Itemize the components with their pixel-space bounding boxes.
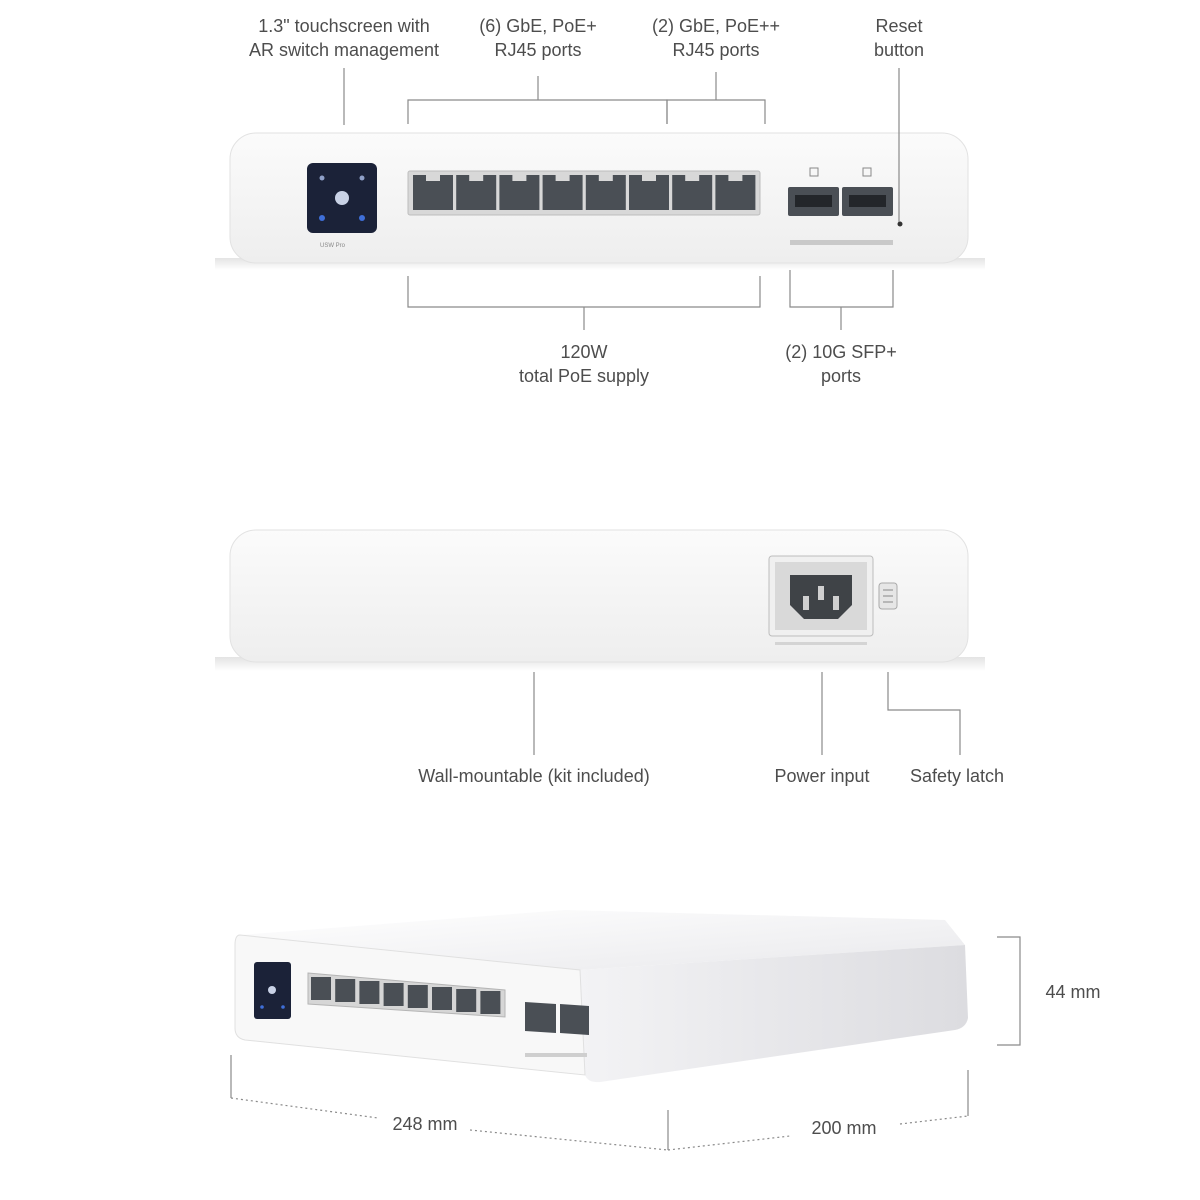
rj45-port-perspective	[359, 981, 380, 1004]
sfp-callout-line2: ports	[820, 366, 862, 386]
width-dimension-label: 248 mm	[392, 1114, 458, 1134]
rj45-port-notch	[642, 175, 656, 181]
rj45-port-perspective	[432, 987, 452, 1010]
reset-callout-line1: Reset	[875, 16, 923, 36]
touchscreen-display	[307, 163, 377, 233]
rj45-port-notch	[426, 175, 440, 181]
wall-mount-callout: Wall-mountable (kit included)	[418, 766, 650, 786]
touchscreen-callout-line2: AR switch management	[248, 40, 440, 60]
touchscreen-callout: 1.3" touchscreen with AR switch manageme…	[242, 14, 446, 62]
poe-budget-callout: 120W total PoE supply	[500, 340, 668, 388]
device-model-text: USW Pro	[320, 243, 346, 249]
rj45-port-notch	[512, 175, 527, 181]
rj45-port-perspective	[383, 983, 404, 1006]
safety-latch-callout: Safety latch	[909, 766, 1005, 786]
poe-plus-plus-callout: (2) GbE, PoE++ RJ45 ports	[642, 14, 790, 62]
poe-plus-callout: (6) GbE, PoE+ RJ45 ports	[466, 14, 610, 62]
rj45-port-perspective	[311, 977, 331, 1000]
touchscreen-callout-line1: 1.3" touchscreen with	[258, 16, 430, 36]
reset-button-callout: Reset button	[858, 14, 940, 62]
rj45-port-notch	[728, 175, 743, 181]
safety-latch-part	[878, 582, 898, 610]
poe-budget-callout-line1: 120W	[560, 342, 608, 362]
depth-dimension-label: 200 mm	[811, 1118, 877, 1138]
rj45-port-perspective	[335, 979, 356, 1002]
power-input-callout: Power input	[774, 766, 870, 786]
height-dimension-label: 44 mm	[1045, 982, 1101, 1002]
sfp-callout: (2) 10G SFP+ ports	[776, 340, 906, 388]
rj45-port-notch	[598, 175, 613, 181]
rear-view-device	[215, 529, 985, 671]
rj45-port-perspective	[407, 985, 428, 1008]
poe-plus-callout-line2: RJ45 ports	[494, 40, 582, 60]
rj45-port-perspective	[456, 989, 477, 1012]
sfp-callout-line1: (2) 10G SFP+	[785, 342, 897, 362]
dimension-lines	[230, 936, 1021, 1151]
perspective-view-device	[234, 910, 968, 1083]
rj45-port-block	[407, 170, 761, 216]
rj45-port-notch	[555, 175, 570, 181]
rj45-port-notch	[469, 175, 484, 181]
rj45-port-perspective	[480, 991, 501, 1014]
front-callout-lines	[343, 68, 900, 330]
front-view-device: USW Pro	[215, 132, 985, 270]
poe-plus-plus-callout-line1: (2) GbE, PoE++	[651, 16, 781, 36]
poe-budget-callout-line2: total PoE supply	[518, 366, 650, 386]
poe-plus-plus-callout-line2: RJ45 ports	[672, 40, 760, 60]
rj45-port-notch	[685, 175, 700, 181]
poe-plus-callout-line1: (6) GbE, PoE+	[479, 16, 597, 36]
reset-button-hole	[897, 221, 903, 227]
reset-callout-line2: button	[873, 40, 925, 60]
rear-callout-lines	[533, 672, 961, 755]
sfp-port-block	[788, 167, 893, 245]
power-input-socket	[768, 555, 874, 645]
